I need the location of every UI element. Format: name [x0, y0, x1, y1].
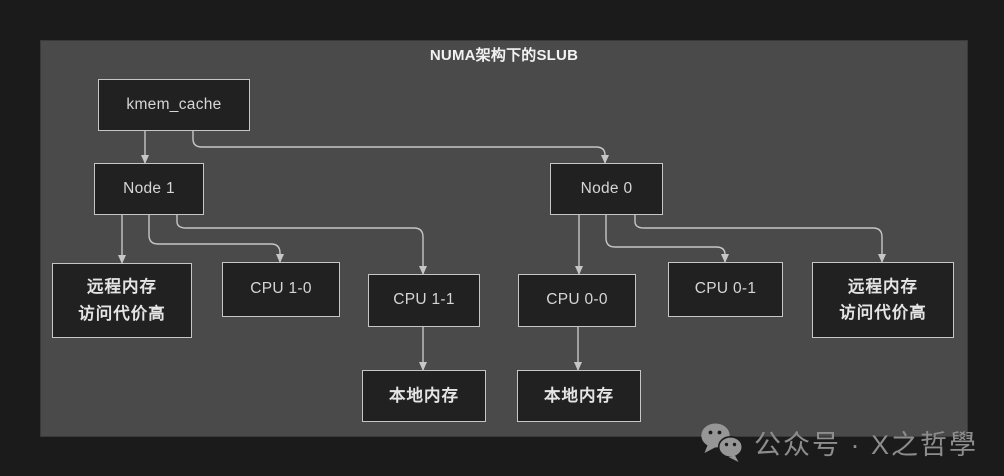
- node-label: CPU 1-1: [393, 291, 455, 309]
- node-label: kmem_cache: [126, 95, 222, 113]
- node-local-mem-node0: 本地内存: [517, 370, 641, 422]
- node-label: 远程内存: [87, 278, 157, 297]
- node-node-0: Node 0: [550, 163, 663, 215]
- node-remote-mem-node1: 远程内存访问代价高: [52, 263, 192, 338]
- node-cpu-0-1: CPU 0-1: [668, 262, 783, 317]
- node-label: CPU 0-1: [694, 280, 757, 298]
- node-label: 访问代价高: [78, 304, 166, 323]
- node-label: 本地内存: [544, 386, 614, 405]
- node-label: CPU 1-0: [250, 280, 312, 298]
- node-remote-mem-node0: 远程内存访问代价高: [812, 262, 954, 338]
- node-label: Node 0: [580, 179, 633, 197]
- node-local-mem-node1: 本地内存: [362, 370, 486, 422]
- node-label: 远程内存: [848, 277, 918, 296]
- node-label: Node 1: [123, 179, 175, 197]
- node-cpu-1-1: CPU 1-1: [368, 274, 480, 327]
- node-cpu-0-0: CPU 0-0: [518, 274, 636, 327]
- node-label: 本地内存: [389, 386, 459, 405]
- diagram-title: NUMA架构下的SLUB: [429, 47, 579, 64]
- node-node-1: Node 1: [94, 163, 204, 215]
- node-label: 访问代价高: [839, 304, 927, 322]
- node-label: CPU 0-0: [546, 291, 608, 309]
- node-cpu-1-0: CPU 1-0: [222, 262, 340, 317]
- node-kmem-cache: kmem_cache: [98, 79, 250, 131]
